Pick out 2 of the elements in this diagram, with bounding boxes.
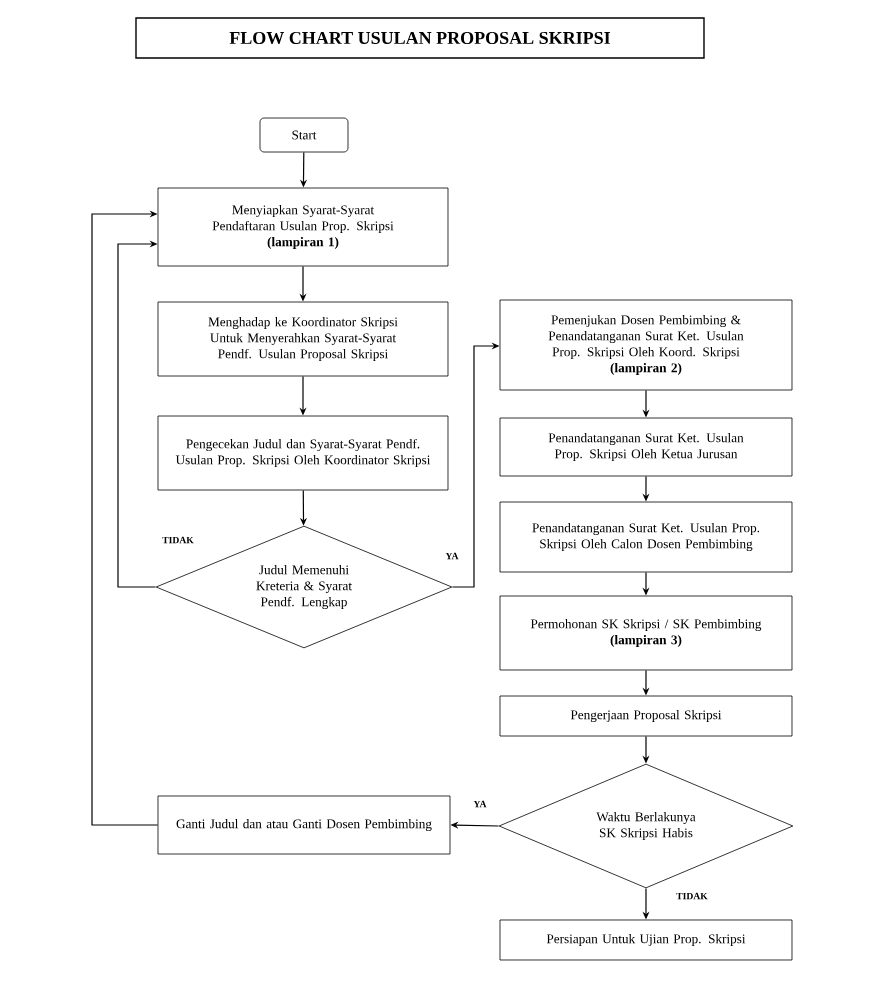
title-box: FLOW CHART USULAN PROPOSAL SKRIPSI <box>135 17 705 59</box>
arrow <box>91 210 159 826</box>
